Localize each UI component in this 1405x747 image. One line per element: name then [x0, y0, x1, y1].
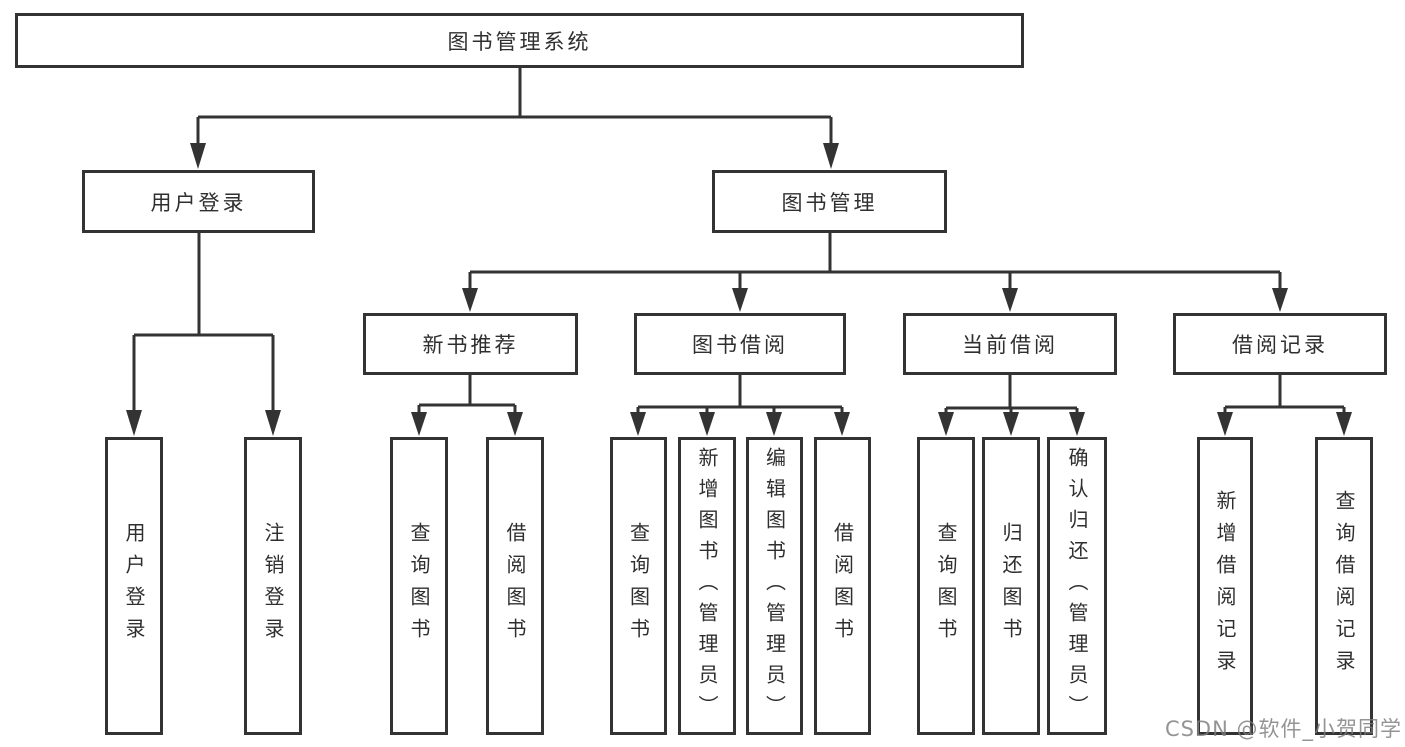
node-book-borrowing: 图书借阅	[634, 313, 846, 375]
leaf-label: 新增图书（管理员）	[695, 446, 719, 726]
leaf-label: 编辑图书（管理员）	[762, 446, 787, 726]
leaf-query-books-current: 查询图书	[917, 437, 975, 735]
node-new-book-recommendation: 新书推荐	[363, 313, 578, 375]
leaf-add-books-admin: 新增图书（管理员）	[678, 437, 736, 735]
leaf-edit-books-admin: 编辑图书（管理员）	[746, 437, 803, 735]
leaf-confirm-return-admin: 确认归还（管理员）	[1047, 437, 1107, 735]
node-user-login: 用户登录	[82, 170, 315, 233]
leaf-logout-login: 注销登录	[244, 437, 302, 735]
node-borrowing-records: 借阅记录	[1173, 313, 1387, 375]
leaf-label: 归还图书	[999, 522, 1023, 650]
leaf-add-borrow-record: 新增借阅记录	[1197, 437, 1253, 735]
leaf-label: 确认归还（管理员）	[1065, 446, 1089, 726]
leaf-borrow-books-recommend: 借阅图书	[486, 437, 544, 735]
leaf-label: 新增借阅记录	[1213, 490, 1237, 682]
node-book-management-system: 图书管理系统	[15, 13, 1024, 68]
leaf-return-books: 归还图书	[982, 437, 1040, 735]
leaf-query-books-borrowing: 查询图书	[610, 437, 667, 735]
node-label: 图书管理	[781, 190, 878, 215]
node-book-management: 图书管理	[712, 170, 947, 233]
csdn-watermark: CSDN @软件_小贺同学	[1164, 717, 1402, 741]
node-current-borrowing: 当前借阅	[903, 313, 1117, 375]
leaf-label: 查询图书	[934, 522, 958, 650]
leaf-label: 借阅图书	[503, 522, 527, 650]
leaf-query-borrow-record: 查询借阅记录	[1315, 437, 1373, 735]
node-label: 用户登录	[150, 190, 247, 215]
leaf-borrow-books: 借阅图书	[814, 437, 871, 735]
leaf-query-books-recommend: 查询图书	[390, 437, 448, 735]
leaf-label: 用户登录	[122, 522, 146, 650]
node-label: 新书推荐	[422, 333, 519, 357]
leaf-label: 注销登录	[261, 522, 285, 650]
node-label: 图书借阅	[692, 333, 788, 357]
leaf-label: 借阅图书	[830, 522, 855, 650]
node-label: 借阅记录	[1232, 333, 1328, 357]
leaf-label: 查询借阅记录	[1332, 490, 1356, 682]
leaf-label: 查询图书	[407, 522, 431, 650]
node-label: 当前借阅	[962, 333, 1058, 357]
leaf-user-login: 用户登录	[105, 437, 163, 735]
node-label: 图书管理系统	[447, 29, 592, 54]
leaf-label: 查询图书	[626, 522, 651, 650]
arrowheads	[126, 143, 1352, 436]
